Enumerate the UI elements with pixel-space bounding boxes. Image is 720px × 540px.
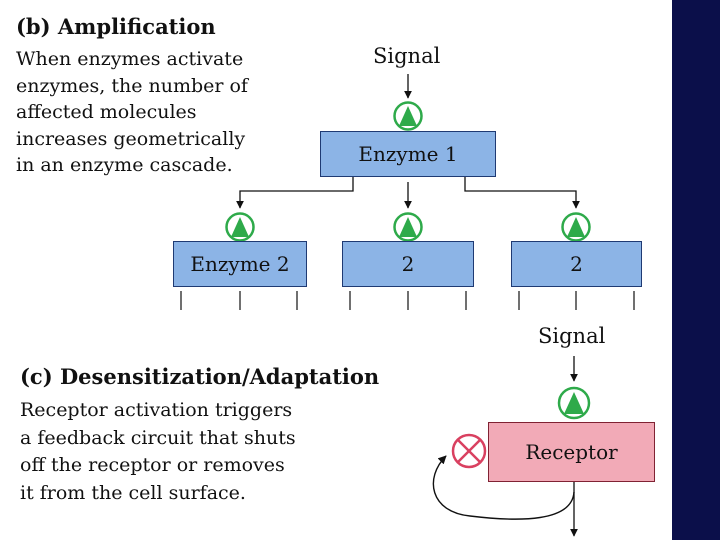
activation-triangle-icon <box>393 101 423 131</box>
desensitization-heading: (c) Desensitization/Adaptation <box>20 364 380 389</box>
amplification-description: When enzymes activate enzymes, the numbe… <box>16 46 248 179</box>
desensitization-line: off the receptor or removes <box>20 454 285 476</box>
enzyme-2c-label: 2 <box>570 252 583 276</box>
desensitization-line: a feedback circuit that shuts <box>20 426 296 449</box>
desensitization-line: it from the cell surface. <box>20 481 246 504</box>
desensitization-description: Receptor activation triggers a feedback … <box>20 397 296 507</box>
amplification-line: in an enzyme cascade. <box>16 154 233 176</box>
branch-connector-right <box>464 176 580 209</box>
enzyme-2-box: Enzyme 2 <box>173 241 307 287</box>
inhibition-x-icon <box>451 433 487 469</box>
enzyme-2b-label: 2 <box>401 252 415 276</box>
enzyme-2c-box: 2 <box>511 241 642 287</box>
right-sidebar-band <box>672 0 720 540</box>
amplification-line: When enzymes activate <box>16 48 244 70</box>
cascade-diagram <box>180 74 635 537</box>
enzyme-2-label: Enzyme 2 <box>190 252 290 276</box>
feedback-loop-arrow <box>432 455 575 520</box>
activation-triangle-icon <box>225 212 255 242</box>
activation-triangle-icon <box>393 212 423 242</box>
amplification-heading: (b) Amplification <box>16 14 216 39</box>
amplification-signal-label: Signal <box>373 44 441 68</box>
amplification-line: enzymes, the number of <box>16 74 248 97</box>
enzyme-2b-box: 2 <box>342 241 474 287</box>
receptor-box: Receptor <box>488 422 655 482</box>
activation-triangle-icon <box>561 212 591 242</box>
downstream-arrows <box>180 291 635 310</box>
branch-connector-left <box>236 176 354 209</box>
activation-triangle-icon <box>557 386 591 420</box>
desensitization-line: Receptor activation triggers <box>20 399 293 421</box>
receptor-label: Receptor <box>525 440 618 464</box>
enzyme-1-box: Enzyme 1 <box>320 131 496 177</box>
amplification-line: increases geometrically <box>16 127 246 150</box>
amplification-line: affected molecules <box>16 101 197 123</box>
desensitization-signal-label: Signal <box>538 324 606 348</box>
enzyme-1-label: Enzyme 1 <box>358 142 458 166</box>
